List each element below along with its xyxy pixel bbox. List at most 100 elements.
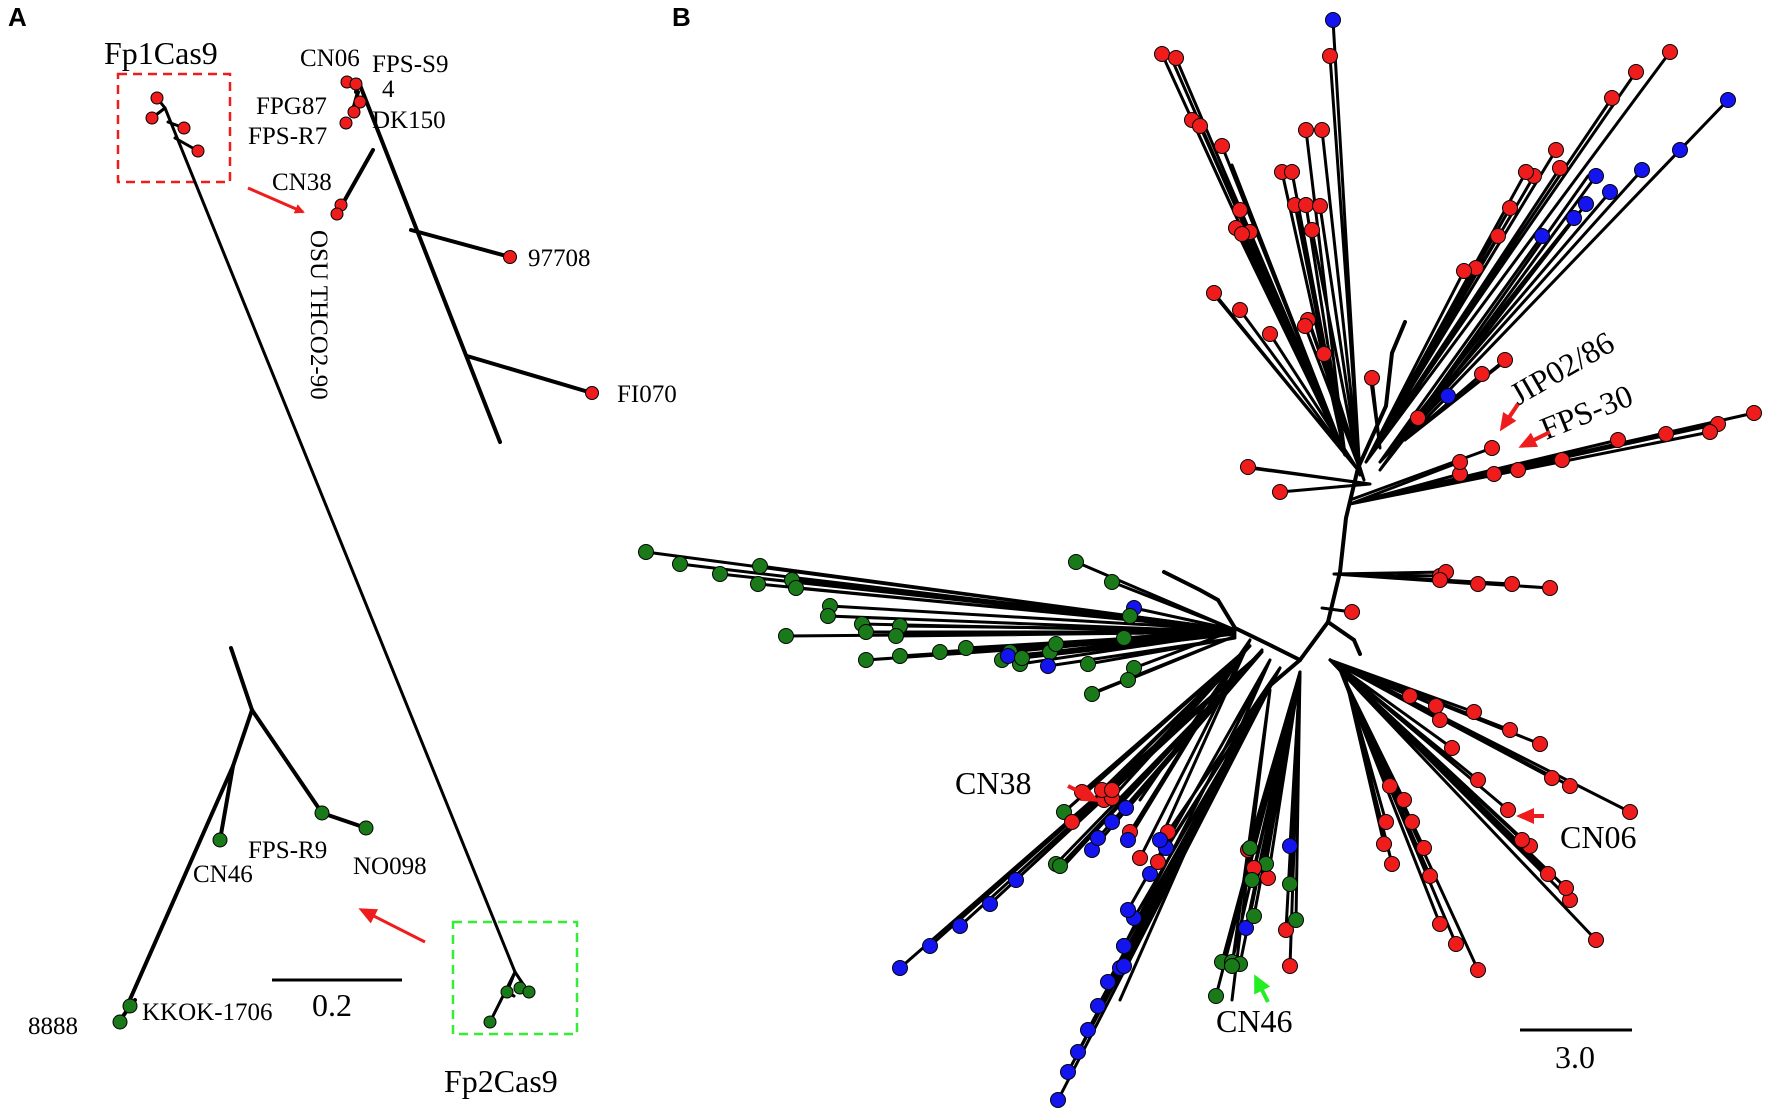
fp2cas9-box — [451, 920, 579, 1036]
tip-node-b — [1298, 122, 1314, 138]
arrow-cn38-b — [1067, 784, 1100, 802]
tip-node-b — [1132, 850, 1148, 866]
tip-node-b — [1068, 554, 1084, 570]
tip-node-b — [1410, 410, 1426, 426]
tip-node-b — [752, 558, 768, 574]
tip-node-b — [1122, 608, 1138, 624]
tip-node-b — [1634, 162, 1650, 178]
arrow-jip02-86 — [1499, 402, 1520, 432]
label-no098: NO098 — [353, 853, 427, 880]
tip-node-b — [1104, 782, 1120, 798]
tip-node-b — [1384, 856, 1400, 872]
panel-a-branches — [118, 78, 594, 1024]
tip-node-b — [982, 896, 998, 912]
tip-node-b — [892, 960, 908, 976]
tip-node-b — [1604, 90, 1620, 106]
tip-node-b — [1298, 197, 1314, 213]
branch-b — [1074, 560, 1237, 670]
branch-b — [1348, 411, 1756, 506]
tip-node-b — [1282, 876, 1298, 892]
label-fps-r9: FPS-R9 — [248, 837, 327, 864]
tip-node-b — [1602, 184, 1618, 200]
scale-label-a: 0.2 — [312, 987, 352, 1023]
label-cn06: CN06 — [300, 45, 360, 72]
tip-node-b — [1382, 778, 1398, 794]
tip-node-b — [1444, 740, 1460, 756]
tip-node-b — [1558, 880, 1574, 896]
tip-node-b — [1120, 672, 1136, 688]
branch-b — [1088, 634, 1237, 696]
tip-node-b — [1552, 160, 1568, 176]
branch-b — [1214, 670, 1302, 998]
tip-node-b — [1224, 958, 1240, 974]
tip-node-b — [1474, 366, 1490, 382]
label-cn38-b: CN38 — [955, 765, 1031, 801]
branch-b — [1288, 670, 1302, 922]
fp2cas9-label: Fp2Cas9 — [444, 1063, 558, 1099]
tip-node-b — [820, 608, 836, 624]
tip-node-b — [1396, 792, 1412, 808]
branch-b — [1328, 658, 1632, 814]
arrow-fps-30 — [1518, 430, 1551, 448]
tip-node-b — [1578, 196, 1594, 212]
tip-node-b — [1322, 48, 1338, 64]
node-fp1-d — [191, 144, 205, 158]
branch-b — [1230, 128, 1347, 457]
tip-node-b — [1542, 580, 1558, 596]
tip-node-b — [750, 576, 766, 592]
branch-b — [1234, 226, 1347, 457]
label-8888: 8888 — [28, 1013, 78, 1040]
tip-node-b — [1746, 405, 1762, 421]
tip-node-b — [1284, 164, 1300, 180]
label-cn46-b: CN46 — [1216, 1003, 1292, 1039]
branch-b — [1310, 18, 1362, 477]
panel-a-letter: A — [8, 2, 27, 32]
tip-node-b — [1090, 830, 1106, 846]
node-fp2-a — [483, 1015, 497, 1029]
node-8888 — [112, 1014, 128, 1030]
node-fi070 — [585, 386, 599, 400]
tip-node-b — [1432, 712, 1448, 728]
tip-node-b — [1080, 1022, 1096, 1038]
tip-node-b — [922, 938, 938, 954]
tip-node-b — [1260, 870, 1276, 886]
branch-b — [1303, 316, 1366, 482]
tip-node-b — [1486, 466, 1502, 482]
tip-node-b — [958, 640, 974, 656]
node-fp1-a — [150, 91, 164, 105]
tip-node-b — [892, 648, 908, 664]
label-fps-s9: FPS-S9 — [372, 51, 448, 78]
tip-node-b — [1432, 572, 1448, 588]
tip-node-b — [1297, 318, 1313, 334]
branch-b — [1364, 50, 1672, 464]
tip-node-b — [1484, 440, 1500, 456]
tip-node-b — [1060, 1064, 1076, 1080]
tip-node-b — [1702, 424, 1718, 440]
tip-node-b — [1232, 202, 1248, 218]
tip-node-b — [858, 624, 874, 640]
tip-node-b — [1402, 688, 1418, 704]
tip-node-b — [1325, 12, 1341, 28]
panel-a: A Fp1Cas9 Fp2Cas9 — [8, 2, 677, 1099]
tip-node-b — [1080, 656, 1096, 672]
tip-node-b — [1662, 44, 1678, 60]
tip-node-b — [1490, 228, 1506, 244]
label-kkok-1706: KKOK-1706 — [142, 999, 273, 1026]
tip-node-b — [1378, 814, 1394, 830]
tip-node-b — [1090, 998, 1106, 1014]
tip-node-b — [1628, 64, 1644, 80]
label-dk150: DK150 — [372, 107, 446, 134]
tip-node-b — [1448, 936, 1464, 952]
tip-node-b — [1518, 164, 1534, 180]
label-cn06-b: CN06 — [1560, 819, 1636, 855]
tip-node-b — [1244, 872, 1260, 888]
tip-node-b — [712, 566, 728, 582]
label-fpg87: FPG87 — [256, 93, 327, 120]
arrow-fp2-to-subtree — [358, 908, 426, 944]
node-osu — [330, 207, 344, 221]
panel-b-branches — [644, 18, 1756, 1102]
tip-node-b — [1316, 346, 1332, 362]
tip-node-b — [1120, 832, 1136, 848]
tip-node-b — [1314, 122, 1330, 138]
tip-node-b — [1206, 285, 1222, 301]
